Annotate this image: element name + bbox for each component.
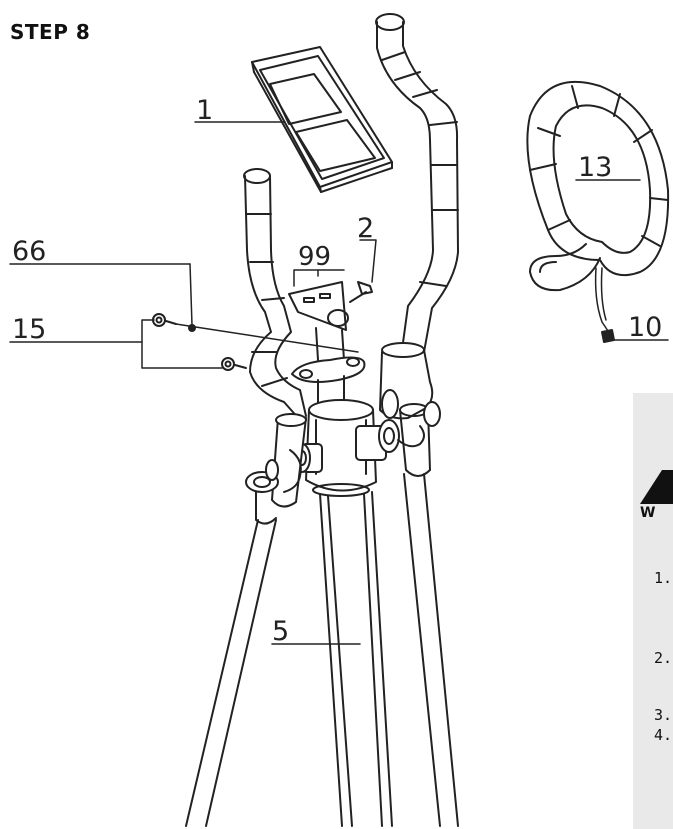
warning-item-2: 2. [654, 649, 673, 667]
warning-item-1: 1. [654, 569, 673, 587]
label-part-2: 2 [357, 213, 374, 244]
warning-heading: W [640, 505, 656, 521]
label-part-66: 66 [12, 236, 46, 267]
warning-item-3: 3. [654, 706, 673, 724]
left-clamp [245, 413, 307, 525]
bolts [152, 313, 359, 371]
warning-item-4: 4. [654, 726, 673, 744]
warning-panel [633, 393, 673, 829]
console-unit [251, 46, 393, 193]
right-clamp [379, 342, 441, 477]
bolt-2 [349, 281, 373, 303]
lower-tubes [185, 473, 459, 827]
left-handlebar [243, 168, 307, 421]
label-part-15: 15 [12, 314, 46, 345]
cable-loop [526, 80, 670, 343]
label-part-5: 5 [272, 616, 289, 647]
label-part-10: 10 [628, 312, 662, 343]
leader-lines [9, 121, 669, 645]
label-part-13: 13 [578, 152, 612, 183]
label-part-99: 99 [298, 242, 331, 272]
step-title: STEP 8 [10, 20, 91, 44]
console-mast [288, 281, 366, 405]
right-handlebar [375, 13, 459, 357]
label-part-1: 1 [196, 95, 213, 126]
central-hub [293, 399, 400, 497]
